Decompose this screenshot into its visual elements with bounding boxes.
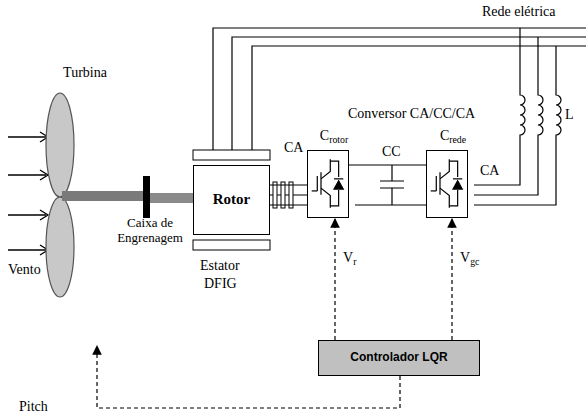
gearbox: [143, 176, 150, 218]
wind-label: Vento: [8, 262, 41, 278]
shaft: [62, 191, 144, 201]
turbine-blade: [46, 197, 74, 297]
converter-frame: [426, 150, 468, 218]
converter-label: Conversor CA/CC/CA: [348, 106, 475, 122]
ac-label: CA: [480, 163, 499, 179]
slip-rings: [273, 182, 293, 208]
stator-bar: [193, 240, 270, 250]
stator-bar: [193, 150, 270, 160]
shaft: [150, 193, 193, 203]
grid-label: Rede elétrica: [482, 4, 555, 20]
node-text: Crotor: [294, 128, 374, 144]
edge-label: Vr: [342, 250, 357, 266]
edge-label: CC: [381, 144, 402, 160]
edge-label: Vgc: [459, 250, 480, 266]
edge-label: Pitch: [18, 399, 49, 415]
rotor-converter: Crotor: [294, 128, 374, 218]
igbt-symbol: [308, 151, 347, 216]
turbine-blade: [46, 93, 74, 197]
dc-capacitor: [355, 165, 432, 205]
controller-box: Controlador LQR: [318, 340, 480, 376]
turbine: Turbina: [24, 65, 146, 345]
edge-label: CA: [283, 140, 304, 156]
converter-frame: [307, 150, 349, 218]
node-text: Rotor: [213, 191, 251, 208]
node-text: Turbina: [24, 65, 146, 81]
inductor-label: L: [565, 107, 574, 123]
rotor-box: Rotor: [193, 165, 270, 235]
wind-arrows: [8, 132, 48, 255]
node-text: Crede: [413, 128, 493, 144]
gearbox-label: Caixa de Engrenagem: [108, 216, 192, 246]
power-link: [349, 164, 426, 165]
node-text: Controlador LQR: [350, 351, 447, 365]
control-signal: [334, 219, 335, 340]
control-signal: [451, 219, 452, 340]
igbt-symbol: [427, 151, 466, 216]
stator-label: Estator: [200, 258, 240, 274]
generator-label: DFIG: [204, 276, 237, 292]
